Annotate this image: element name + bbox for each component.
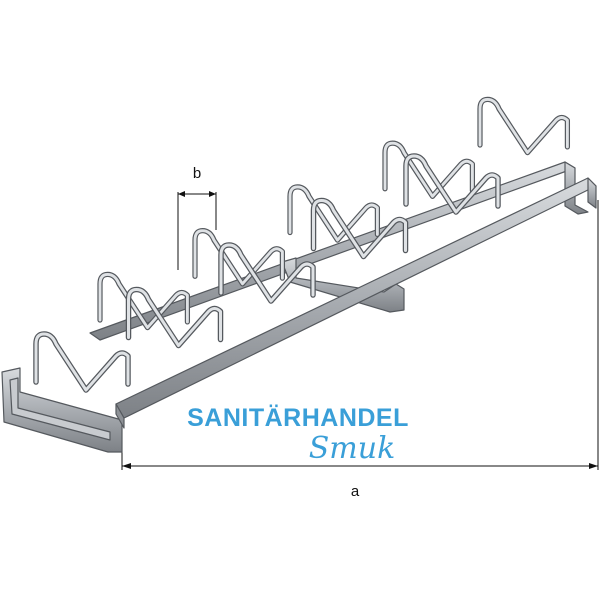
- bike-holder-highlight-7: [127, 288, 222, 347]
- watermark-script-text: Smuk: [309, 431, 396, 466]
- bike-holder-highlight-5: [478, 97, 569, 155]
- dimension-lines: [121, 191, 599, 470]
- bike-holder-highlight-3: [288, 185, 379, 242]
- dimension-a-label: a: [351, 483, 360, 500]
- watermark-brand-text: SANITÄRHANDEL: [187, 404, 409, 432]
- bike-holder-highlight-2: [193, 229, 284, 286]
- dimension-b-label: b: [193, 165, 201, 182]
- bike-holder-highlight-6: [34, 332, 130, 392]
- rear-end-bracket: [564, 161, 589, 215]
- left-end-inner: [9, 377, 111, 441]
- bike-holder-highlight-9: [312, 199, 407, 258]
- front-rail-face: [115, 403, 125, 429]
- front-end-bracket: [587, 177, 597, 209]
- bike-holder-highlight-1: [98, 272, 189, 330]
- bike-holder-highlight-4: [383, 141, 474, 198]
- bike-holder-highlight-8: [219, 243, 315, 303]
- bike-holder-highlight-10: [404, 154, 500, 214]
- bike-holders: [33, 96, 571, 393]
